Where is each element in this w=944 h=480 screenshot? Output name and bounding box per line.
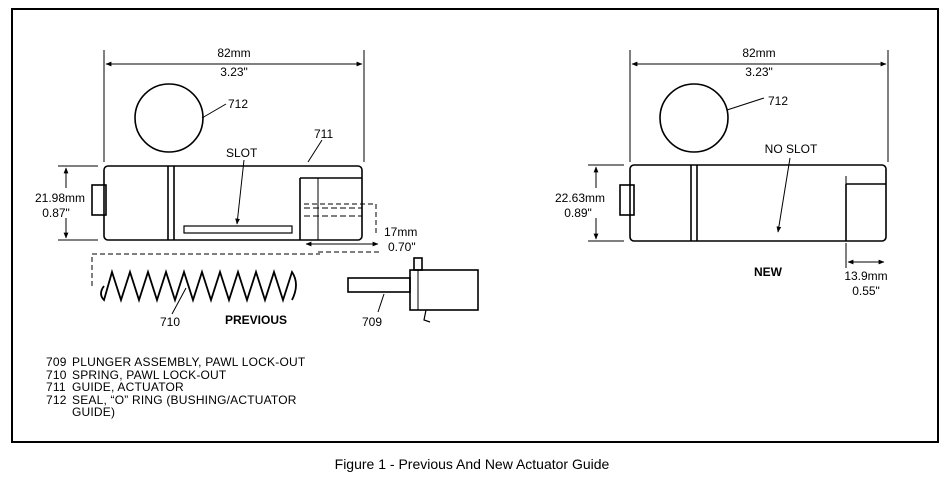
prev-plunger-pin [423,309,431,323]
previous-assembly [58,50,479,323]
legend-item-709: 709 PLUNGER ASSEMBLY, PAWL LOCK-OUT [46,356,372,369]
prev-spring [100,268,297,303]
legend-item-712: 712 SEAL, “O” RING (BUSHING/ACTUATOR GUI… [46,392,372,420]
new-label: NEW [754,265,783,279]
legend-description: PLUNGER ASSEMBLY, PAWL LOCK-OUT [72,355,306,369]
new-ref-712: 712 [768,94,788,108]
prev-guide-stub [91,184,107,216]
prev-ref-712: 712 [228,97,248,111]
new-length-mm: 82mm [742,46,775,60]
legend-item-710: 710 SPRING, PAWL LOCK-OUT [46,367,372,382]
prev-step-in: 0.70" [388,240,416,254]
prev-guide-leader [307,139,323,163]
prev-spring-leader [171,287,187,315]
prev-slot-label: SLOT [226,146,258,160]
prev-o-ring-seal [134,83,204,153]
figure-frame [11,8,939,443]
prev-guide-body [103,165,363,241]
new-dia-in: 0.89" [564,206,592,220]
legend-item-711: 711 GUIDE, ACTUATOR [46,381,372,394]
new-no-slot-leader [776,157,791,233]
new-guide-body [629,164,887,242]
prev-plunger-head [409,269,479,311]
diagram-labels: 82mm 3.23" 712 711 SLOT 21.98mm 0.87" 17… [35,46,888,329]
prev-o-ring-leader [201,103,227,119]
prev-dia-in: 0.87" [42,206,70,220]
new-o-ring-seal [659,83,729,153]
prev-length-mm: 82mm [217,46,250,60]
prev-ref-710: 710 [160,315,180,329]
parts-legend: 709 PLUNGER ASSEMBLY, PAWL LOCK-OUT 710 … [46,356,372,419]
prev-slot-leader [235,159,245,225]
new-step-mm: 13.9mm [844,269,887,283]
prev-ref-709: 709 [362,315,382,329]
prev-spring-phantom [91,253,320,286]
legend-description: GUIDE, ACTUATOR [72,380,184,395]
new-step-in: 0.55" [852,284,880,298]
new-o-ring-leader [726,97,765,111]
legend-description: SPRING, PAWL LOCK-OUT [72,367,227,382]
prev-plunger-phantom-upper [304,203,377,236]
new-assembly [588,50,889,268]
new-guide-stub [619,184,635,216]
figure-caption: Figure 1 - Previous And New Actuator Gui… [334,456,610,472]
prev-guide-slot [183,225,293,234]
legend-number: 711 [46,380,66,395]
prev-ref-711: 711 [314,127,333,141]
prev-length-in: 3.23" [220,65,248,79]
prev-plunger-rod [347,277,411,293]
legend-number: 712 [46,392,67,407]
prev-step-mm: 17mm [384,225,417,239]
legend-description: SEAL, “O” RING (BUSHING/ACTUATOR GUIDE) [72,392,297,420]
new-no-slot-label: NO SLOT [765,142,818,156]
prev-plunger-tab [413,257,423,271]
prev-plunger-leader [377,293,385,313]
legend-number: 710 [46,367,67,382]
new-length-in: 3.23" [745,65,773,79]
new-dia-mm: 22.63mm [555,191,605,205]
previous-label: PREVIOUS [225,313,287,327]
prev-dia-mm: 21.98mm [35,191,85,205]
legend-number: 709 [46,355,67,369]
